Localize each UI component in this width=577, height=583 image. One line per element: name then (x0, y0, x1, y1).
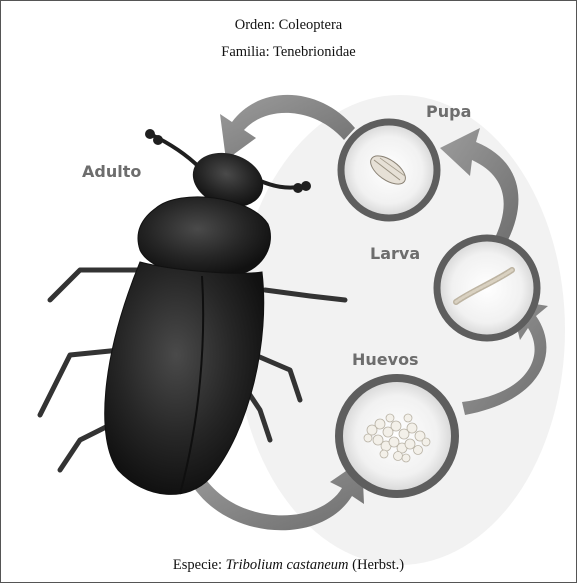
eggs-label: Huevos (352, 350, 419, 369)
adult-label: Adulto (82, 162, 141, 181)
species-suffix: (Herbst.) (349, 557, 405, 573)
pupa-stage (341, 122, 437, 218)
species-prefix: Especie: (173, 557, 226, 573)
species-name: Tribolium castaneum (226, 557, 349, 573)
species-label: Especie: Tribolium castaneum (Herbst.) (0, 557, 577, 574)
eggs-stage (339, 378, 455, 494)
larva-stage (437, 238, 537, 338)
pupa-label: Pupa (426, 102, 471, 121)
larva-label: Larva (370, 244, 420, 263)
